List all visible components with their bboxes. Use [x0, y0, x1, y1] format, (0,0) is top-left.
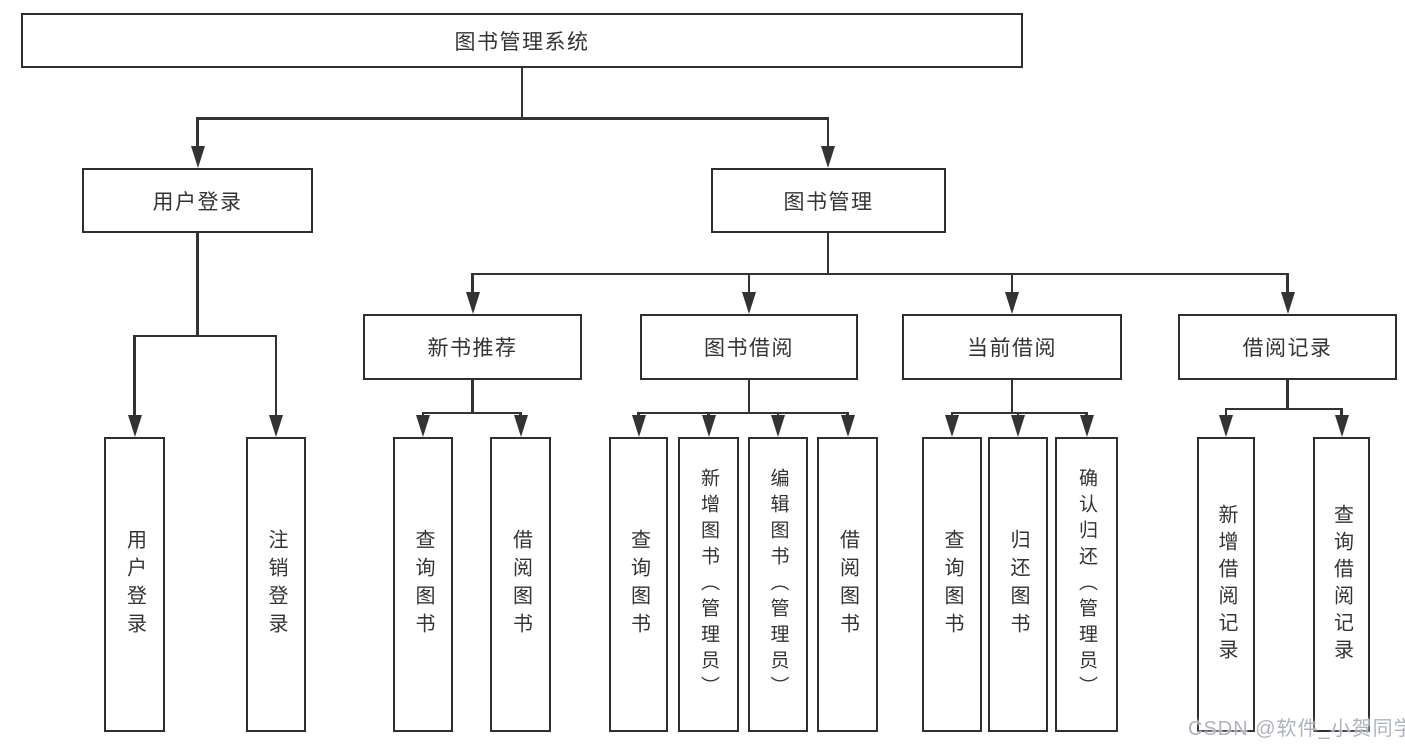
- node-leaf-add-books-admin: 新增图书（管理员）: [678, 437, 739, 732]
- node-leaf-query-books-3: 查询图书: [922, 437, 982, 732]
- connector-line: [133, 334, 136, 418]
- node-leaf-query-borrow-record: 查询借阅记录: [1313, 437, 1370, 732]
- connector-line: [471, 272, 474, 297]
- arrow-down-icon: [701, 415, 716, 437]
- connector-line: [826, 117, 830, 150]
- node-leaf-borrow-books-2: 借阅图书: [817, 437, 878, 732]
- connector-line: [196, 117, 199, 150]
- node-leaf-confirm-return-admin: 确认归还（管理员）: [1055, 437, 1118, 732]
- arrow-down-icon: [1011, 415, 1025, 437]
- connector-line: [196, 233, 199, 337]
- connector-line: [1286, 272, 1289, 297]
- arrow-down-icon: [465, 292, 480, 314]
- arrow-down-icon: [771, 415, 785, 437]
- node-user-login: 用户登录: [82, 168, 313, 233]
- node-leaf-add-borrow-record: 新增借阅记录: [1197, 437, 1255, 732]
- node-leaf-query-books-2: 查询图书: [609, 437, 668, 732]
- connector-line: [421, 411, 522, 414]
- node-book-management: 图书管理: [711, 168, 946, 233]
- connector-line: [1286, 380, 1289, 410]
- arrow-down-icon: [1219, 415, 1233, 437]
- node-leaf-logout: 注销登录: [246, 437, 306, 732]
- connector-line: [274, 334, 278, 418]
- arrow-down-icon: [1280, 292, 1295, 314]
- node-new-book-recommend: 新书推荐: [363, 314, 582, 380]
- connector-line: [1224, 407, 1228, 420]
- arrow-down-icon: [127, 415, 142, 437]
- node-root: 图书管理系统: [21, 13, 1023, 68]
- connector-line: [1340, 407, 1343, 420]
- arrow-down-icon: [631, 415, 646, 437]
- arrow-down-icon: [269, 415, 283, 437]
- arrow-down-icon: [513, 415, 528, 437]
- arrow-down-icon: [1005, 292, 1019, 314]
- node-current-borrow: 当前借阅: [902, 314, 1122, 380]
- arrow-down-icon: [821, 146, 835, 168]
- connector-line: [133, 334, 278, 337]
- node-leaf-return-books: 归还图书: [988, 437, 1048, 732]
- connector-line: [637, 411, 849, 414]
- arrow-down-icon: [840, 415, 855, 437]
- connector-line: [520, 68, 524, 119]
- node-leaf-user-login: 用户登录: [104, 437, 165, 732]
- connector-line: [196, 117, 830, 120]
- connector-line: [826, 233, 830, 275]
- node-leaf-borrow-books-1: 借阅图书: [490, 437, 551, 732]
- connector-line: [747, 380, 751, 414]
- node-leaf-query-books-1: 查询图书: [393, 437, 453, 732]
- arrow-down-icon: [945, 415, 959, 437]
- connector-line: [471, 272, 1289, 275]
- node-book-borrow: 图书借阅: [640, 314, 858, 380]
- connector-line: [1010, 272, 1014, 297]
- connector-line: [471, 380, 474, 414]
- node-leaf-edit-books-admin: 编辑图书（管理员）: [748, 437, 808, 732]
- arrow-down-icon: [190, 146, 205, 168]
- connector-line: [747, 272, 751, 297]
- connector-line: [1224, 407, 1343, 410]
- connector-line: [1010, 380, 1014, 414]
- arrow-down-icon: [1334, 415, 1349, 437]
- arrow-down-icon: [1079, 415, 1094, 437]
- connector-line: [950, 411, 1088, 414]
- csdn-watermark: CSDN @软件_小贺同学: [1188, 718, 1405, 740]
- arrow-down-icon: [742, 292, 756, 314]
- arrow-down-icon: [416, 415, 430, 437]
- node-borrow-records: 借阅记录: [1178, 314, 1397, 380]
